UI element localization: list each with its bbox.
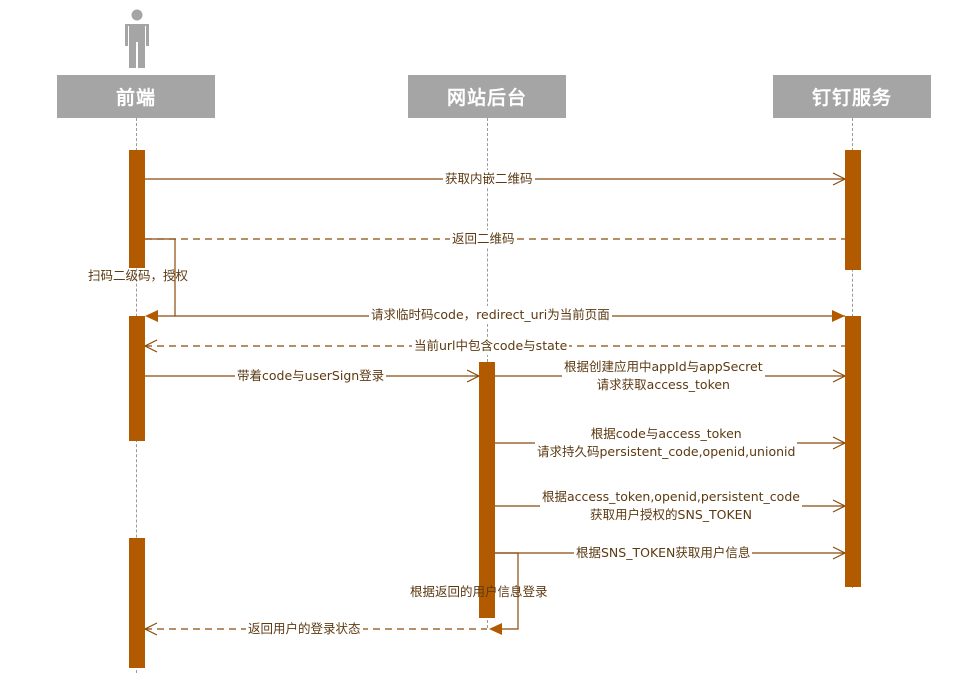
- activation-dingtalk-1: [845, 150, 861, 270]
- message-label-return-qrcode: 返回二维码: [450, 230, 517, 248]
- message-label-get-qrcode: 获取内嵌二维码: [443, 170, 535, 188]
- label-line-2: 请求获取access_token: [596, 377, 730, 392]
- message-label-login-by-user-info: 根据返回的用户信息登录: [410, 584, 548, 599]
- message-label-get-access-token: 根据创建应用中appId与appSecret 请求获取access_token: [562, 358, 765, 394]
- actor-dingtalk: 钉钉服务: [773, 75, 931, 118]
- activation-dingtalk-2: [845, 316, 861, 587]
- label-line-1: 根据code与access_token: [590, 426, 742, 441]
- label-line-2: 获取用户授权的SNS_TOKEN: [590, 507, 752, 522]
- person-icon: [125, 9, 149, 68]
- activation-backend: [479, 362, 495, 618]
- activation-frontend-3: [129, 538, 145, 668]
- message-label-request-code: 请求临时码code，redirect_uri为当前页面: [369, 306, 612, 324]
- label-line-1: 根据创建应用中appId与appSecret: [564, 359, 763, 374]
- actor-frontend: 前端: [57, 75, 215, 118]
- message-label-return-login-status: 返回用户的登录状态: [246, 620, 363, 638]
- message-label-url-with-code: 当前url中包含code与state: [412, 337, 570, 355]
- message-label-get-sns-token: 根据access_token,openid,persistent_code 获取…: [540, 488, 802, 524]
- label-line-1: 根据access_token,openid,persistent_code: [542, 489, 800, 504]
- activation-frontend-2: [129, 316, 145, 441]
- label-line-2: 请求持久码persistent_code,openid,unionid: [537, 444, 796, 459]
- message-label-login-with-code: 带着code与userSign登录: [235, 367, 387, 385]
- message-label-scan-authorize: 扫码二级码，授权: [88, 268, 189, 283]
- message-label-get-user-info: 根据SNS_TOKEN获取用户信息: [574, 544, 753, 562]
- activation-frontend-1: [129, 150, 145, 268]
- message-label-get-persistent-code: 根据code与access_token 请求持久码persistent_code…: [535, 425, 798, 461]
- actor-backend: 网站后台: [408, 75, 566, 118]
